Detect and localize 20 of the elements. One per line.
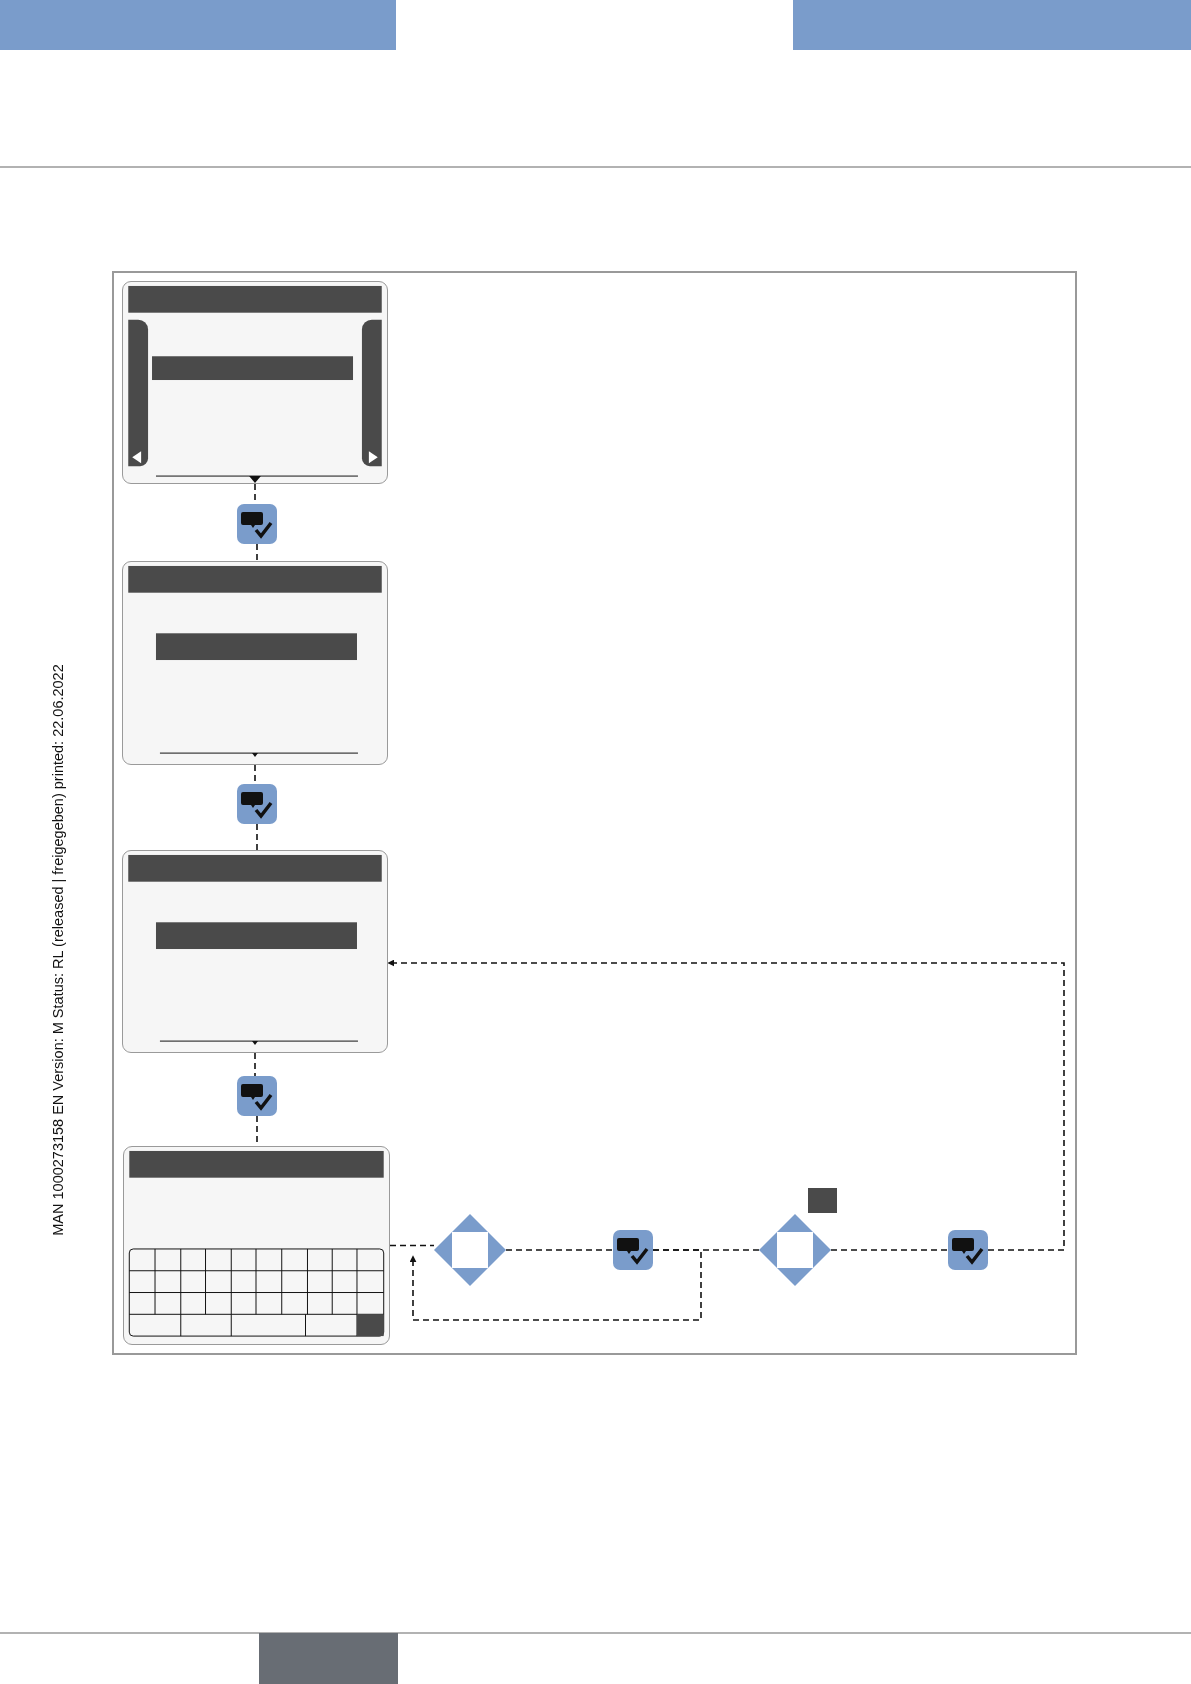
confirm-key-icon bbox=[237, 784, 277, 824]
connector-line bbox=[387, 959, 1065, 1251]
connector-line bbox=[505, 1249, 614, 1251]
display-screen bbox=[122, 281, 388, 484]
connector-line bbox=[409, 1249, 702, 1321]
connector-line bbox=[256, 823, 258, 851]
display-screen bbox=[123, 1146, 390, 1345]
arrow-keys-icon bbox=[434, 1214, 506, 1286]
connector-line bbox=[389, 1244, 435, 1247]
arrow-keys-icon bbox=[759, 1214, 831, 1286]
connector-line bbox=[256, 543, 258, 562]
document-info-text: MAN 1000273158 EN Version: M Status: RL (released | freigegeben) printed: 22.06.2022 bbox=[50, 664, 66, 1236]
connector-line bbox=[830, 1249, 949, 1251]
display-screen bbox=[122, 561, 388, 765]
display-screen bbox=[122, 850, 388, 1053]
connector-line bbox=[254, 1052, 256, 1077]
confirm-key-icon bbox=[237, 504, 277, 544]
confirm-key-icon bbox=[948, 1230, 988, 1270]
confirm-key-icon bbox=[613, 1230, 653, 1270]
confirm-key-icon bbox=[237, 1076, 277, 1116]
